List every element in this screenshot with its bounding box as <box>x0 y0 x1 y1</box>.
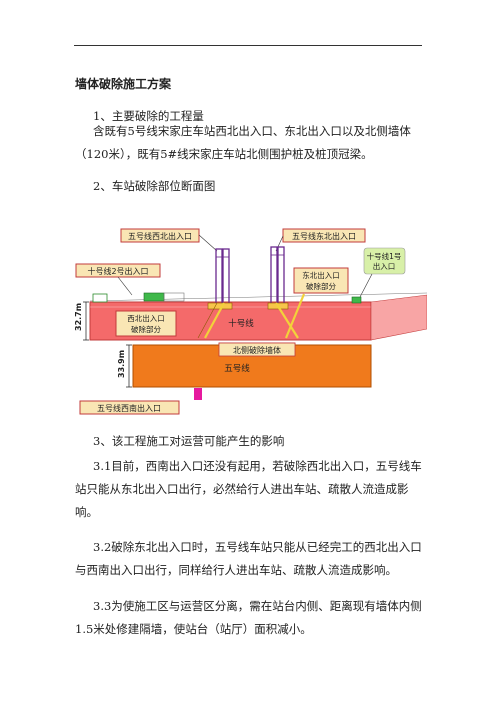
station-cross-section-figure: 五号线西北出入口 五号线东北出入口 十号线1号 出入口 十号线2号出入口 东北出… <box>74 228 427 415</box>
dim-lower-label: 33.9m <box>117 350 126 378</box>
ne-demo-label-a: 东北出入口 <box>302 270 340 280</box>
l10-exit1-label-box <box>363 247 406 275</box>
sw-exit-marker <box>194 388 202 400</box>
paragraph-3-2: 3.2破除东北出入口时，五号线车站只能从已经完工的西北出入口与西南出入口出行，同… <box>75 540 422 577</box>
nw-exit-label-box <box>120 228 200 243</box>
doc-title: 墙体破除施工方案 <box>75 77 172 91</box>
nw-demo-label-a: 西北出入口 <box>127 313 165 323</box>
section-3-heading: 3、该工程施工对运营可能产生的影响 <box>93 434 285 448</box>
section-1-heading: 1、主要破除的工程量 <box>93 109 204 123</box>
line5-label: 五号线 <box>224 363 250 374</box>
line10-label: 十号线 <box>228 318 254 329</box>
paragraph-3-1: 3.1目前，西南出入口还没有起用，若破除西北出入口，五号线车站只能从东北出入口出… <box>75 459 422 519</box>
nw-demo-callout-box <box>115 310 177 337</box>
nw-exit-label: 五号线西北出入口 <box>128 231 192 241</box>
sw-exit-label-box <box>79 400 180 415</box>
l10-exit2-label: 十号线2号出入口 <box>87 266 148 276</box>
section-2-heading: 2、车站破除部位断面图 <box>93 179 216 193</box>
dim-upper-label: 32.7m <box>74 303 83 331</box>
l10-exit1-label-b: 出入口 <box>373 261 396 271</box>
ne-exit-label: 五号线东北出入口 <box>292 231 356 241</box>
nw-demo-label-b: 破除部分 <box>131 324 161 334</box>
paragraph-3-3: 3.3为使施工区与运营区分离，需在站台内侧、距离现有墙体内侧1.5米处修建隔墙，… <box>75 599 422 636</box>
section-1-body: 含既有5号线宋家庄车站西北出入口、东北出入口以及北侧墙体（120米），既有5#线… <box>75 124 411 161</box>
svg-text:北侧破除墙体: 北侧破除墙体 <box>233 345 281 355</box>
sw-exit-label: 五号线西南出入口 <box>97 403 161 413</box>
header-rule <box>74 45 422 46</box>
ne-demo-label-b: 破除部分 <box>306 281 336 291</box>
ne-demo-callout-box <box>293 267 349 294</box>
ne-exit-label-box <box>282 228 366 243</box>
l10-exit1-label-a: 十号线1号 <box>367 251 402 261</box>
